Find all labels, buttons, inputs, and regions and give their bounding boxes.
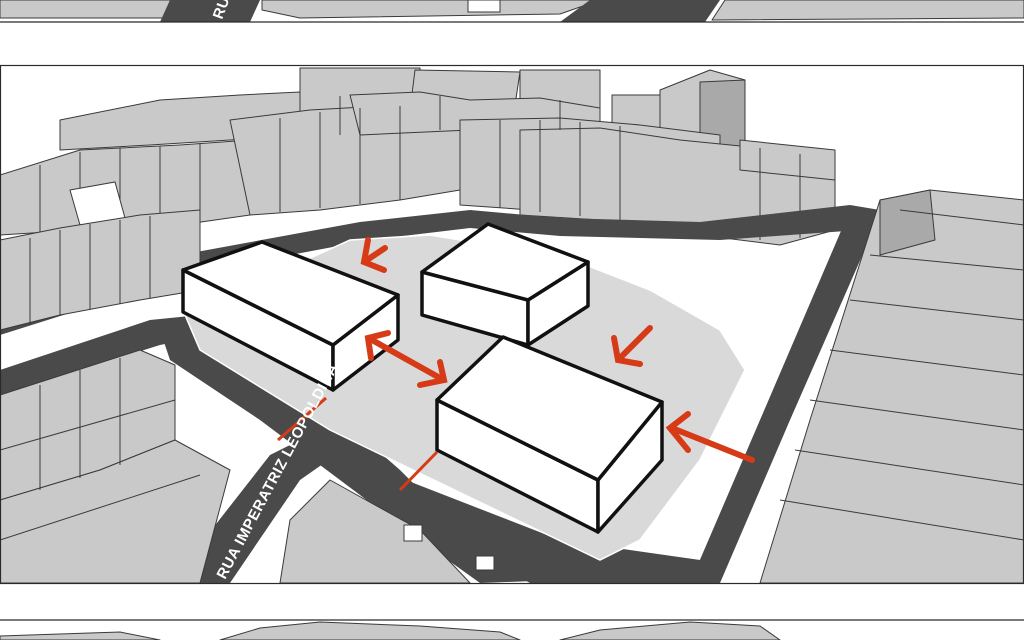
proposed-volume-left [181,240,400,392]
left-buildings [0,209,231,584]
access-tick-bottom [398,450,439,492]
bottom-buildings [279,479,495,584]
access-ticks [277,396,439,492]
arrow-top-right [615,325,653,363]
flow-arrows [360,237,755,463]
proposed-volume-front [435,335,664,534]
proposed-volume-back [420,222,590,347]
arrow-double-connector [369,337,443,381]
arrow-right-entry [669,425,755,463]
arrow-top-left [361,245,388,265]
main-panel: RUA IMPERATRIZ LEOPOLDINA AVENIDA PASSOS [0,64,1024,585]
arrow-top-left-head [360,237,387,273]
access-tick-left [277,396,327,442]
top-strip-panel: RUA [0,0,1024,23]
bottom-strip-panel [0,619,1024,640]
right-buildings [759,189,1024,584]
